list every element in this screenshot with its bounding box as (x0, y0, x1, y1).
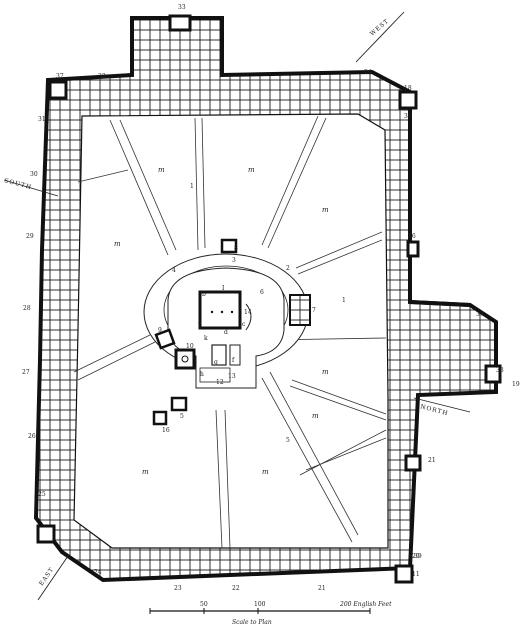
letter-g: g (214, 359, 218, 366)
court-m: m (322, 206, 329, 214)
num-4: 4 (172, 267, 176, 274)
num-16: 16 (162, 427, 170, 434)
num-27: 27 (22, 369, 30, 376)
num-24: 24 (94, 569, 102, 576)
num-12: 12 (216, 379, 224, 386)
num-29: 29 (26, 233, 34, 240)
letter-d: d (224, 329, 228, 336)
num-38: 38 (496, 367, 504, 374)
letter-I: I (222, 285, 225, 292)
num-36: 36 (408, 233, 416, 240)
num-10: 10 (186, 343, 194, 350)
num-6: 6 (260, 289, 264, 296)
num-20: 20 (412, 553, 420, 560)
num-2: 2 (286, 265, 290, 272)
num-5: 5 (286, 437, 290, 444)
scale-tick-50: 50 (200, 601, 208, 608)
num-7: 7 (312, 307, 316, 314)
letter-k: k (204, 335, 208, 342)
num-35: 35 (404, 113, 412, 120)
court-m: m (312, 412, 319, 420)
num-15: 5 (180, 413, 184, 420)
num-1b: 1 (190, 183, 194, 190)
court-m: m (262, 468, 269, 476)
num-3: 3 (232, 257, 236, 264)
small-shrines (152, 396, 188, 426)
num-28: 28 (23, 305, 31, 312)
num-23: 23 (174, 585, 182, 592)
num-11: 11 (412, 571, 420, 578)
court-m: m (322, 368, 329, 376)
num-26: 26 (28, 433, 36, 440)
num-22: 22 (232, 585, 240, 592)
num-32: 32 (98, 73, 106, 80)
label-west: WEST (369, 18, 391, 38)
num-37b: 37 (476, 311, 484, 318)
num-21: 21 (318, 585, 326, 592)
num-18: 18 (404, 85, 412, 92)
letter-h: h (200, 371, 204, 378)
num-31: 31 (38, 116, 46, 123)
label-east: EAST (38, 566, 56, 587)
radiating-paths (73, 115, 387, 549)
scale-caption: Scale to Plan (232, 619, 272, 626)
scale-bar: 50 100 200 English Feet Scale to Plan (149, 601, 392, 626)
num-9: 9 (158, 327, 162, 334)
scale-tick-200: 200 English Feet (339, 601, 392, 608)
num-21b: 21 (428, 457, 436, 464)
num-8: 8 (234, 245, 238, 252)
letter-b: b (202, 291, 206, 298)
letter-a: a (198, 319, 202, 326)
corner-towers (36, 14, 502, 584)
num-14: 14 (244, 309, 252, 316)
num-33: 33 (178, 4, 186, 11)
court-m: m (142, 468, 149, 476)
num-13: 13 (228, 373, 236, 380)
num-1: 1 (342, 297, 346, 304)
num-37: 37 (56, 73, 64, 80)
letter-c: c (242, 321, 246, 328)
num-25: 25 (38, 491, 46, 498)
num-19: 19 (512, 381, 520, 388)
court-m: m (158, 166, 165, 174)
court-letters: m m m m m m m m (114, 166, 329, 476)
num-30: 30 (30, 171, 38, 178)
central-shrine (143, 238, 311, 389)
label-south: SOUTH (3, 177, 32, 191)
letter-f: f (232, 357, 235, 364)
court-m: m (114, 240, 121, 248)
direction-arrows (3, 11, 471, 601)
num-34: 24 (364, 69, 372, 76)
plan-numbers: 33 32 37 31 30 29 28 27 26 25 24 23 22 2… (22, 4, 520, 592)
scale-tick-100: 100 (254, 601, 266, 608)
court-m: m (248, 166, 255, 174)
num-39: 39 (414, 553, 422, 560)
